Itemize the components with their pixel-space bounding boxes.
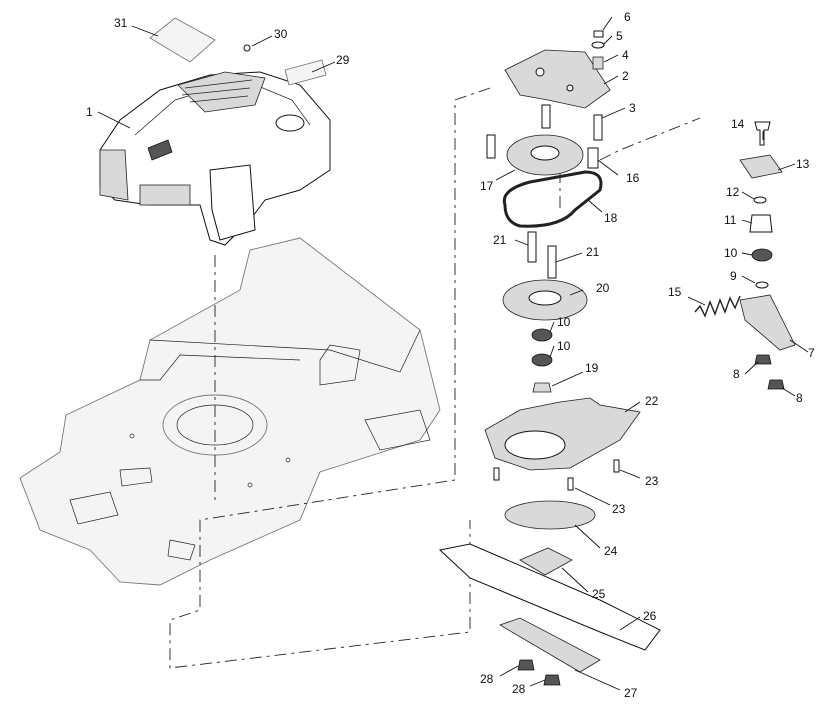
spacer-4 [592, 56, 604, 70]
callout-10-b: 10 [557, 339, 571, 353]
callout-12: 12 [726, 185, 740, 199]
blade-26 [438, 543, 661, 651]
washer-9 [755, 281, 769, 289]
nut-8-a [754, 354, 772, 365]
callout-9: 9 [730, 269, 737, 283]
assembly-reference-line [169, 87, 701, 669]
nut-28-b [543, 674, 561, 686]
callout-28-a: 28 [480, 672, 494, 686]
callout-28-b: 28 [512, 682, 526, 696]
callout-20: 20 [596, 281, 610, 295]
callout-10-c: 10 [724, 246, 738, 260]
callout-2: 2 [622, 69, 629, 83]
bearing-10-a [531, 328, 553, 342]
callout-4: 4 [622, 48, 629, 62]
callout-16: 16 [626, 171, 640, 185]
bushing-11 [749, 214, 773, 233]
callout-19: 19 [585, 361, 599, 375]
washer-12 [753, 196, 767, 204]
callout-21-a: 21 [493, 233, 507, 247]
baffle-22 [484, 397, 641, 471]
callout-31: 31 [114, 16, 128, 30]
washer-5 [591, 41, 605, 49]
callout-15: 15 [668, 285, 682, 299]
callout-13: 13 [796, 157, 810, 171]
nut-28-a [517, 659, 535, 671]
callout-6: 6 [624, 10, 631, 24]
bearing-10-c [751, 248, 773, 262]
callout-11: 11 [724, 213, 737, 227]
screw-30 [243, 44, 251, 52]
leader-lines [97, 16, 809, 691]
bolt-14 [754, 121, 771, 146]
bolt-21-b [547, 245, 557, 279]
engine [99, 71, 331, 246]
callout-23-b: 23 [612, 502, 626, 516]
callout-10-a: 10 [557, 315, 571, 329]
disc-24 [504, 500, 596, 530]
mower-deck-housing [19, 237, 441, 586]
callout-26: 26 [643, 609, 657, 623]
screw-23-b [613, 459, 620, 473]
bracket-13 [739, 154, 783, 179]
blade-plate-27 [499, 617, 601, 673]
callout-8-a: 8 [733, 367, 740, 381]
screw-23-a [567, 477, 574, 491]
decal-29 [284, 59, 327, 86]
nut-19 [532, 382, 552, 393]
nut-8-b [767, 379, 785, 390]
bearing-10-b [531, 353, 553, 367]
decal-31 [149, 17, 216, 63]
callout-24: 24 [604, 544, 618, 558]
callout-27: 27 [624, 686, 638, 700]
bracket-2 [504, 49, 611, 109]
bolt-left [486, 134, 496, 159]
stud-3 [593, 114, 603, 141]
bolt-21-a [527, 231, 537, 263]
callout-25: 25 [592, 587, 606, 601]
callout-3: 3 [629, 101, 636, 115]
callout-7: 7 [808, 346, 815, 360]
bolt-6 [593, 30, 604, 38]
callout-14: 14 [731, 117, 745, 131]
spring-15 [694, 295, 741, 318]
callout-18: 18 [604, 211, 618, 225]
callout-30: 30 [274, 27, 288, 41]
callout-22: 22 [645, 394, 659, 408]
belt-18 [502, 170, 603, 228]
callout-23-a: 23 [645, 474, 659, 488]
callout-8-b: 8 [796, 391, 803, 405]
idler-arm-7 [739, 294, 796, 351]
callout-29: 29 [336, 53, 350, 67]
callout-1: 1 [86, 105, 93, 119]
callout-21-b: 21 [586, 245, 600, 259]
callout-5: 5 [616, 29, 623, 43]
bolt-16 [587, 147, 599, 169]
callout-17: 17 [480, 179, 494, 193]
blade-adapter-25 [519, 547, 573, 576]
callout-labels: 1 2 3 4 5 6 7 8 8 9 10 10 10 11 12 13 14… [86, 10, 815, 700]
